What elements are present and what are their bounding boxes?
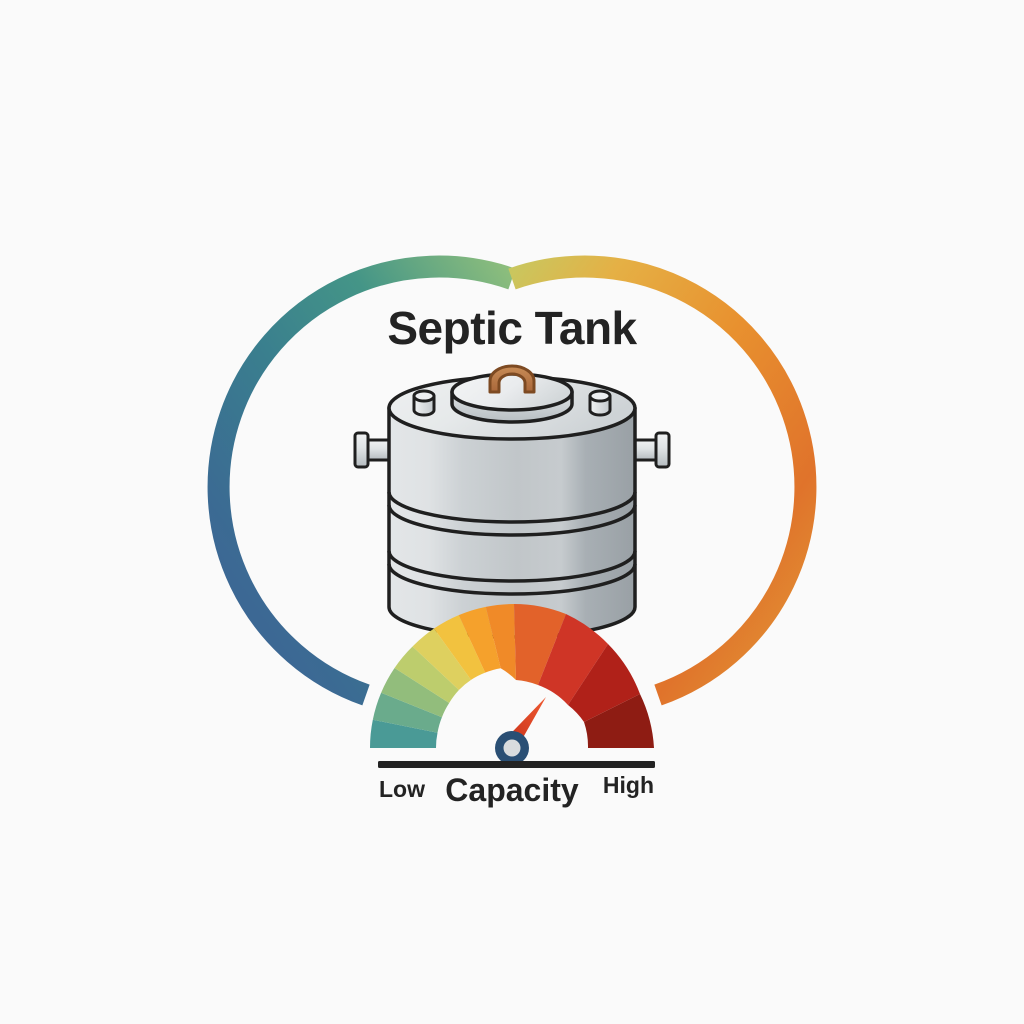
gauge-pivot-center [503, 739, 521, 757]
gauge-segment-5 [412, 628, 472, 691]
gauge-segment-9 [514, 604, 566, 685]
tank-band-2 [387, 550, 637, 583]
tank-band-1 [387, 491, 637, 524]
tank-bolt-left-icon [412, 389, 436, 417]
tank-bolt-right-icon [588, 389, 612, 417]
gauge-center-label: Capacity [445, 772, 579, 808]
gauge-high-label: High [603, 772, 654, 798]
gauge-baseline [378, 761, 655, 768]
tank-lid-top [450, 372, 574, 412]
gauge-segment-3 [381, 668, 450, 718]
progress-ring [207, 255, 817, 706]
tank-band-2b [387, 563, 637, 596]
gauge-segment-4 [394, 646, 459, 703]
gauge-segment-7 [458, 606, 501, 673]
gauge-segment-1 [369, 719, 438, 748]
gauge-segment-6 [434, 615, 486, 680]
gauge-segment-8 [485, 604, 516, 680]
gauge-low-label: Low [379, 776, 425, 802]
gauge-segment-2 [372, 692, 442, 733]
side-port-left-icon [353, 431, 396, 469]
ring-arc-right [508, 255, 817, 706]
page-title: Septic Tank [387, 302, 637, 354]
gauge-segment-11 [568, 644, 640, 722]
septic-tank-illustration [353, 364, 671, 639]
tank-band-1b [387, 504, 637, 537]
lid-handle-icon [488, 364, 536, 394]
capacity-gauge: Low Capacity High [369, 604, 655, 808]
gauge-segments [369, 604, 654, 748]
ring-arc-left [207, 255, 516, 706]
gauge-segment-10 [538, 614, 608, 705]
gauge-segment-12 [584, 694, 654, 748]
